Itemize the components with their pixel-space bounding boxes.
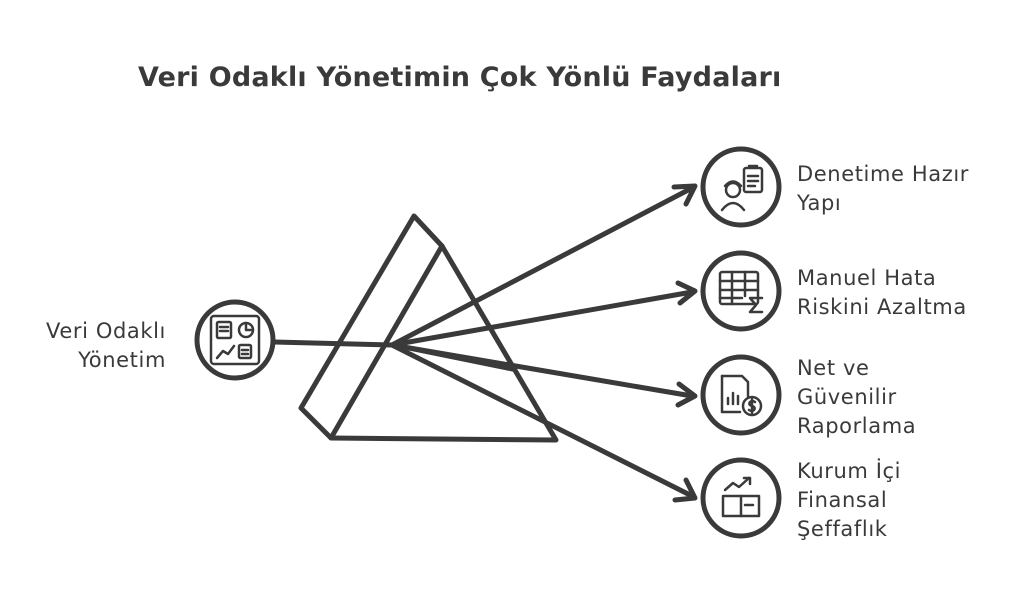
outcome-label-3-line-2: Güvenilir	[797, 385, 897, 409]
arrow-denetime	[389, 185, 695, 348]
dispersed-arrows	[389, 183, 698, 503]
outcome-label-3-line-3: Raporlama	[797, 414, 917, 438]
outcome-label-1-line-2: Yapı	[797, 191, 842, 215]
growth-box-icon	[721, 476, 761, 518]
outcome-label-2-line-2: Riskini Azaltma	[797, 295, 967, 319]
outcome-label-4-line-3: Şeffaflık	[797, 517, 888, 541]
source-label-line-2: Yönetim	[78, 348, 166, 372]
outcome-node-1	[700, 146, 782, 228]
outcome-node-4	[700, 457, 782, 539]
auditor-clipboard-icon	[720, 164, 764, 212]
arrow-manuel	[389, 289, 695, 348]
outcome-label-3: Net ve Güvenilir Raporlama	[797, 354, 916, 441]
outcome-label-2-line-1: Manuel Hata	[797, 266, 937, 290]
source-label: Veri Odaklı Yönetim	[10, 317, 166, 375]
outcome-label-4-line-2: Finansal	[797, 488, 888, 512]
source-label-line-1: Veri Odaklı	[46, 319, 166, 343]
outcome-label-4-line-1: Kurum İçi	[797, 459, 902, 483]
arrow-kurum	[389, 342, 695, 499]
report-dollar-icon	[720, 374, 763, 417]
diagram-title: Veri Odaklı Yönetimin Çok Yönlü Faydalar…	[138, 62, 782, 93]
dashboard-icon	[209, 314, 261, 366]
outcome-label-3-line-1: Net ve	[797, 356, 870, 380]
incoming-beam	[271, 339, 395, 348]
source-node	[194, 299, 276, 381]
spreadsheet-sum-icon	[718, 270, 764, 314]
outcome-node-2	[700, 250, 782, 332]
outcome-label-1-line-1: Denetime Hazır	[797, 162, 969, 186]
outcome-node-3	[700, 354, 782, 436]
outcome-label-1: Denetime Hazır Yapı	[797, 160, 969, 218]
outcome-label-2: Manuel Hata Riskini Azaltma	[797, 264, 967, 322]
outcome-label-4: Kurum İçi Finansal Şeffaflık	[797, 457, 901, 544]
